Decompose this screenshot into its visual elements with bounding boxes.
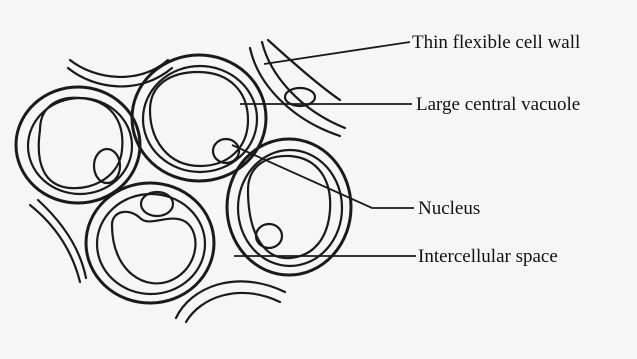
cell-right <box>227 139 351 275</box>
cell-top-middle <box>132 55 266 181</box>
nucleus-bottom-middle <box>141 192 173 216</box>
cell-bottom-middle <box>86 183 214 303</box>
partial-cell-top <box>68 60 172 86</box>
label-nucleus: Nucleus <box>418 198 480 219</box>
cell-top-left <box>16 87 140 203</box>
pointer-cell-wall <box>264 42 410 64</box>
label-intercellular-space: Intercellular space <box>418 246 558 267</box>
label-vacuole: Large central vacuole <box>416 94 580 115</box>
nucleus-right <box>256 224 282 248</box>
label-cell-wall: Thin flexible cell wall <box>412 32 580 53</box>
partial-cell-left <box>30 200 86 282</box>
